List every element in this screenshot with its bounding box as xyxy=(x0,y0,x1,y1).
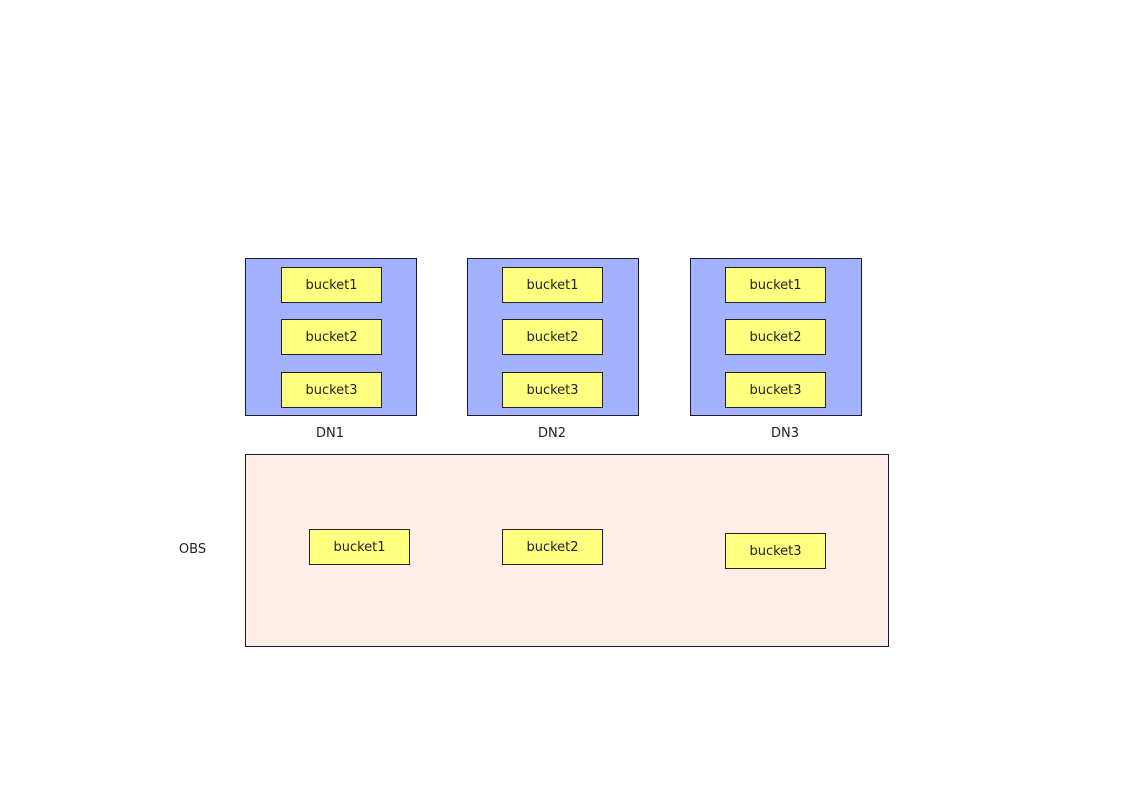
dn2-box: bucket1 bucket2 bucket3 xyxy=(467,258,639,416)
dn3-bucket3: bucket3 xyxy=(725,372,826,408)
dn2-bucket3: bucket3 xyxy=(502,372,603,408)
dn3-bucket1: bucket1 xyxy=(725,267,826,303)
dn2-label: DN2 xyxy=(537,426,566,441)
dn3-box: bucket1 bucket2 bucket3 xyxy=(690,258,862,416)
dn3-label: DN3 xyxy=(770,426,799,441)
obs-bucket2: bucket2 xyxy=(502,529,603,565)
dn1-bucket2: bucket2 xyxy=(281,319,382,355)
obs-bucket3: bucket3 xyxy=(725,533,826,569)
obs-bucket1: bucket1 xyxy=(309,529,410,565)
dn2-bucket1: bucket1 xyxy=(502,267,603,303)
dn2-bucket2: bucket2 xyxy=(502,319,603,355)
dn3-bucket2: bucket2 xyxy=(725,319,826,355)
obs-label: OBS xyxy=(178,542,207,557)
dn1-label: DN1 xyxy=(315,426,344,441)
dn1-bucket3: bucket3 xyxy=(281,372,382,408)
dn1-box: bucket1 bucket2 bucket3 xyxy=(245,258,417,416)
obs-box: bucket1 bucket2 bucket3 xyxy=(245,454,889,647)
dn1-bucket1: bucket1 xyxy=(281,267,382,303)
